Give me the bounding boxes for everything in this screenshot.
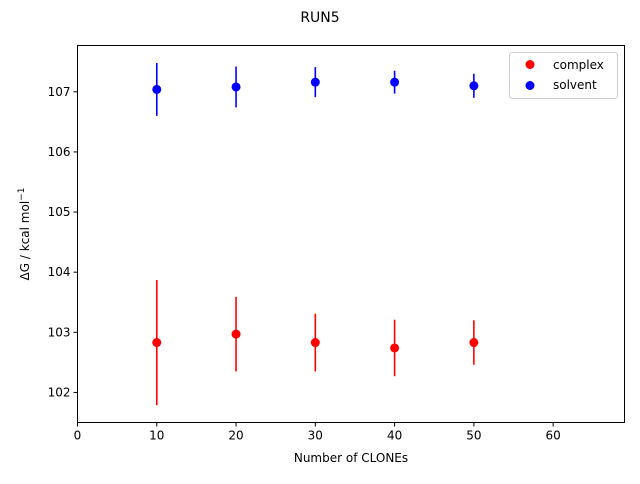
data-point-solvent (152, 84, 162, 94)
legend: complex solvent (509, 52, 618, 99)
data-point-complex (390, 343, 400, 353)
y-tick-label: 102 (48, 385, 71, 399)
legend-label-complex: complex (553, 58, 604, 72)
data-point-complex (469, 338, 479, 348)
legend-label-solvent: solvent (553, 78, 597, 92)
y-tick-label: 106 (48, 145, 71, 159)
chart-title: RUN5 (300, 10, 339, 26)
data-point-complex (152, 338, 162, 348)
data-point-solvent (390, 77, 400, 87)
plot-frame (77, 45, 625, 423)
data-point-solvent (231, 82, 241, 92)
legend-box (509, 52, 618, 99)
x-tick-label: 0 (74, 429, 82, 443)
y-axis-title: ΔG / kcal mol−1 (17, 188, 32, 281)
series-layer (152, 62, 479, 406)
legend-marker-solvent (525, 81, 535, 90)
ticks-layer: 0 10 20 30 40 50 60 102 103 104 105 106 107 (48, 85, 561, 443)
x-tick-label: 40 (387, 429, 402, 443)
data-point-complex (231, 329, 241, 339)
x-tick-label: 50 (466, 429, 481, 443)
x-axis-title: Number of CLONEs (294, 451, 408, 465)
x-tick-label: 60 (546, 429, 561, 443)
data-point-solvent (310, 77, 320, 87)
y-tick-label: 107 (48, 85, 71, 99)
x-tick-label: 30 (308, 429, 323, 443)
y-tick-label: 105 (48, 205, 71, 219)
data-point-solvent (469, 81, 479, 91)
x-tick-label: 20 (228, 429, 243, 443)
legend-marker-complex (525, 60, 535, 69)
data-point-complex (310, 338, 320, 348)
y-axis-title-main: ΔG / kcal mol (18, 201, 32, 281)
y-axis-title-superscript: −1 (17, 188, 27, 201)
x-tick-label: 10 (149, 429, 164, 443)
y-tick-label: 103 (48, 325, 71, 339)
y-tick-label: 104 (48, 265, 71, 279)
